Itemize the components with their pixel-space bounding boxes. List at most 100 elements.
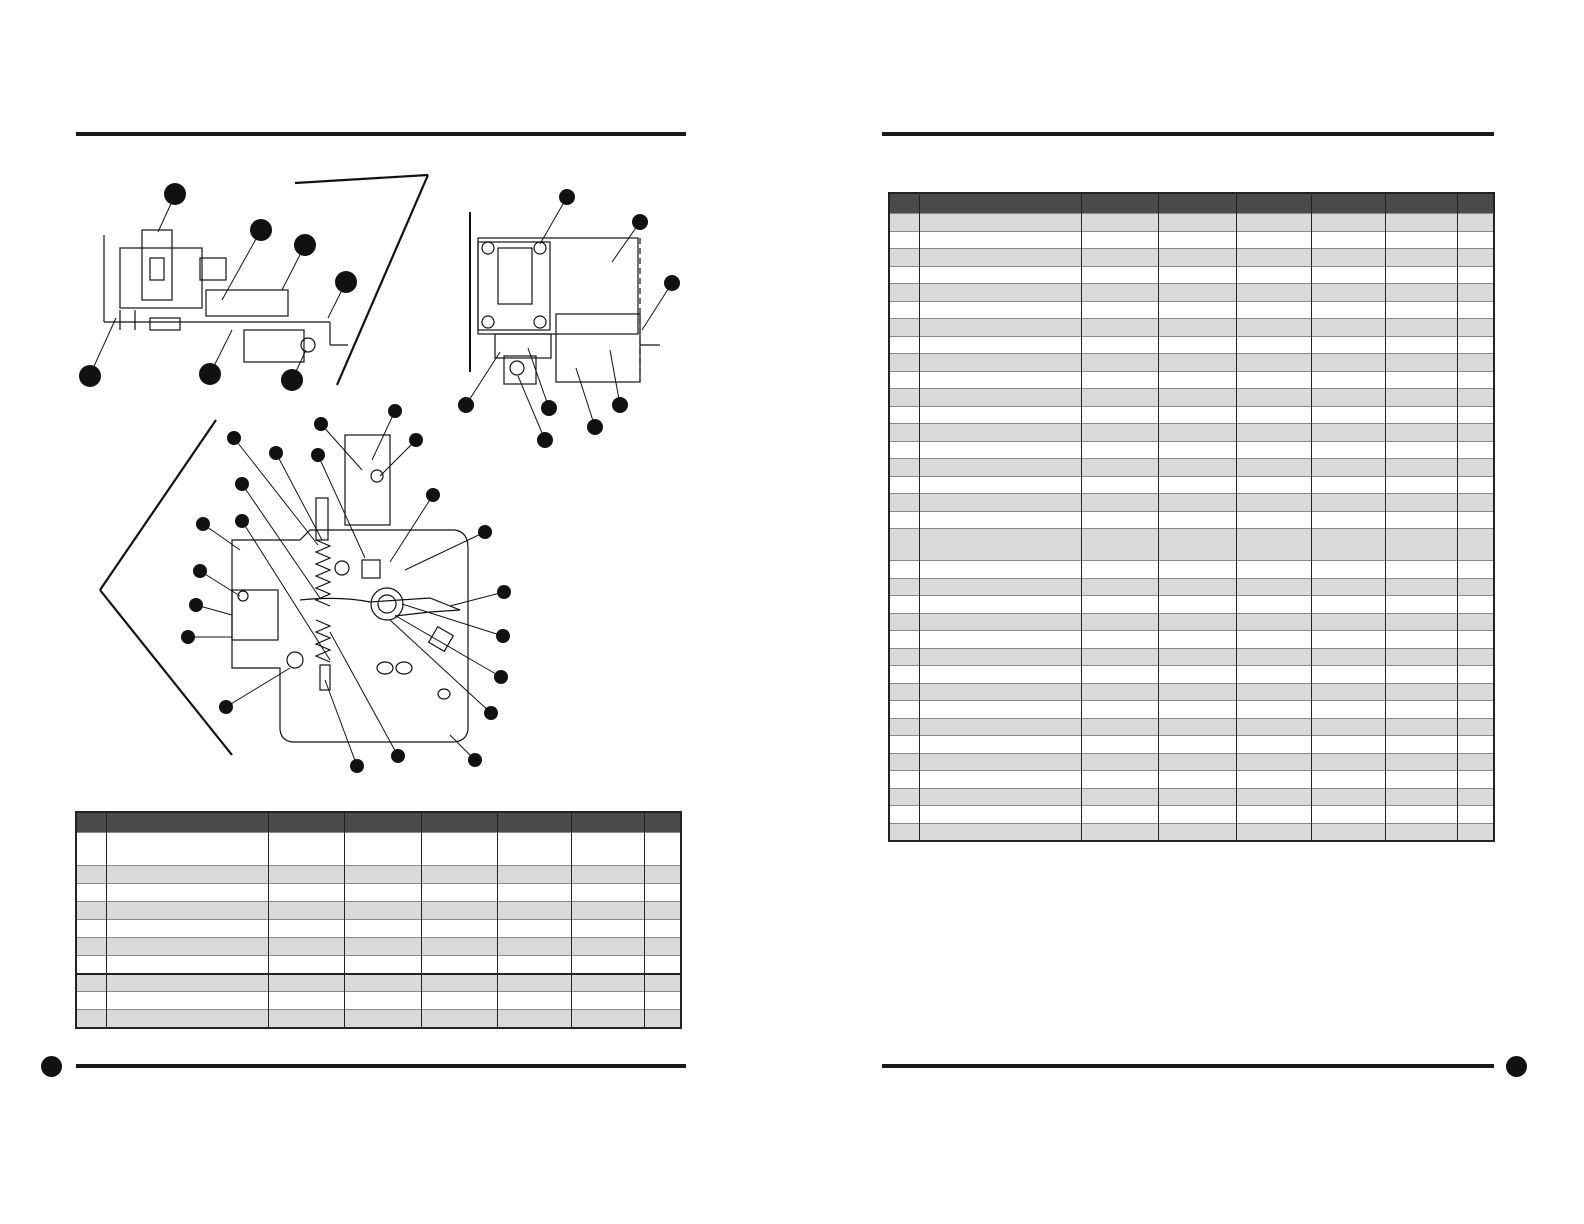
table-cell [1081, 248, 1159, 266]
table-cell [1311, 665, 1386, 683]
table-row [76, 955, 681, 974]
table-cell [1385, 300, 1458, 319]
table-cell [919, 300, 1082, 319]
table-cell [919, 805, 1082, 823]
table-cell [1081, 647, 1159, 666]
table-cell [1081, 700, 1159, 718]
table-cell [889, 752, 920, 771]
table-cell [889, 300, 920, 319]
table-cell [1311, 752, 1386, 771]
table-cell [889, 213, 920, 231]
table-cell [1236, 283, 1312, 301]
table-cell [889, 560, 920, 578]
table-cell [1385, 440, 1458, 459]
table-row [76, 883, 681, 902]
table-cell [889, 388, 920, 406]
table-cell [1236, 475, 1312, 494]
column-header [919, 193, 1082, 214]
table-cell [889, 423, 920, 441]
table-cell [1081, 475, 1159, 494]
table-cell [1457, 248, 1494, 266]
table-cell [1081, 423, 1159, 441]
table-cell [1081, 265, 1159, 284]
table-cell [1457, 528, 1494, 561]
table-cell [1385, 283, 1458, 301]
table-cell [1457, 230, 1494, 249]
table-cell [1457, 770, 1494, 788]
table-cell [889, 630, 920, 648]
table-cell [1081, 493, 1159, 511]
table-cell [1158, 300, 1237, 319]
table-cell [919, 717, 1082, 736]
table-cell [1236, 665, 1312, 683]
table-cell [1385, 353, 1458, 371]
table-cell [1457, 265, 1494, 284]
table-cell [1081, 353, 1159, 371]
table-cell [1236, 528, 1312, 561]
table-cell [1385, 787, 1458, 806]
table-cell [1158, 787, 1237, 806]
table-row [889, 283, 1494, 301]
table-row [76, 991, 681, 1010]
table-cell [1457, 335, 1494, 354]
table-cell [1311, 510, 1386, 529]
table-cell [1385, 405, 1458, 424]
table-cell [1311, 595, 1386, 613]
table-cell [1236, 682, 1312, 701]
right-page-number-dot [1506, 1056, 1527, 1077]
table-row [889, 717, 1494, 736]
table-cell [1081, 735, 1159, 753]
table-cell [919, 682, 1082, 701]
table-cell [1385, 577, 1458, 596]
table-cell [1311, 353, 1386, 371]
table-cell [889, 647, 920, 666]
table-cell [1385, 458, 1458, 476]
table-cell [1081, 335, 1159, 354]
table-cell [1311, 493, 1386, 511]
table-cell [1457, 353, 1494, 371]
table-cell [1311, 717, 1386, 736]
table-cell [1081, 805, 1159, 823]
table-row [889, 405, 1494, 424]
table-cell [1457, 440, 1494, 459]
right-page-top-rule [882, 132, 1494, 136]
table-cell [1385, 805, 1458, 823]
table-cell [1311, 318, 1386, 336]
table-row [889, 213, 1494, 231]
table-cell [889, 440, 920, 459]
table-row [889, 353, 1494, 371]
table-cell [1081, 787, 1159, 806]
table-cell [1081, 682, 1159, 701]
table-row [76, 937, 681, 956]
table-row [889, 560, 1494, 578]
column-header [1311, 193, 1386, 214]
table-cell [1081, 230, 1159, 249]
table-cell [1158, 560, 1237, 578]
table-cell [1311, 440, 1386, 459]
table-cell [1081, 405, 1159, 424]
table-cell [919, 595, 1082, 613]
table-row [889, 682, 1494, 701]
table-row [889, 458, 1494, 476]
table-cell [1311, 528, 1386, 561]
table-cell [1311, 458, 1386, 476]
table-row [889, 735, 1494, 753]
table-cell [1311, 423, 1386, 441]
table-row [889, 475, 1494, 494]
switch-bracket-assembly [103, 229, 348, 363]
table-cell [1385, 665, 1458, 683]
table-cell [1158, 405, 1237, 424]
table-cell [1457, 318, 1494, 336]
table-cell [1385, 612, 1458, 631]
table-cell [919, 647, 1082, 666]
table-cell [1081, 440, 1159, 459]
table-row [889, 265, 1494, 284]
table-cell [919, 665, 1082, 683]
table-cell [1385, 752, 1458, 771]
table-cell [1311, 770, 1386, 788]
table-cell [1158, 510, 1237, 529]
column-header [1236, 193, 1312, 214]
table-cell [919, 475, 1082, 494]
table-cell [889, 510, 920, 529]
